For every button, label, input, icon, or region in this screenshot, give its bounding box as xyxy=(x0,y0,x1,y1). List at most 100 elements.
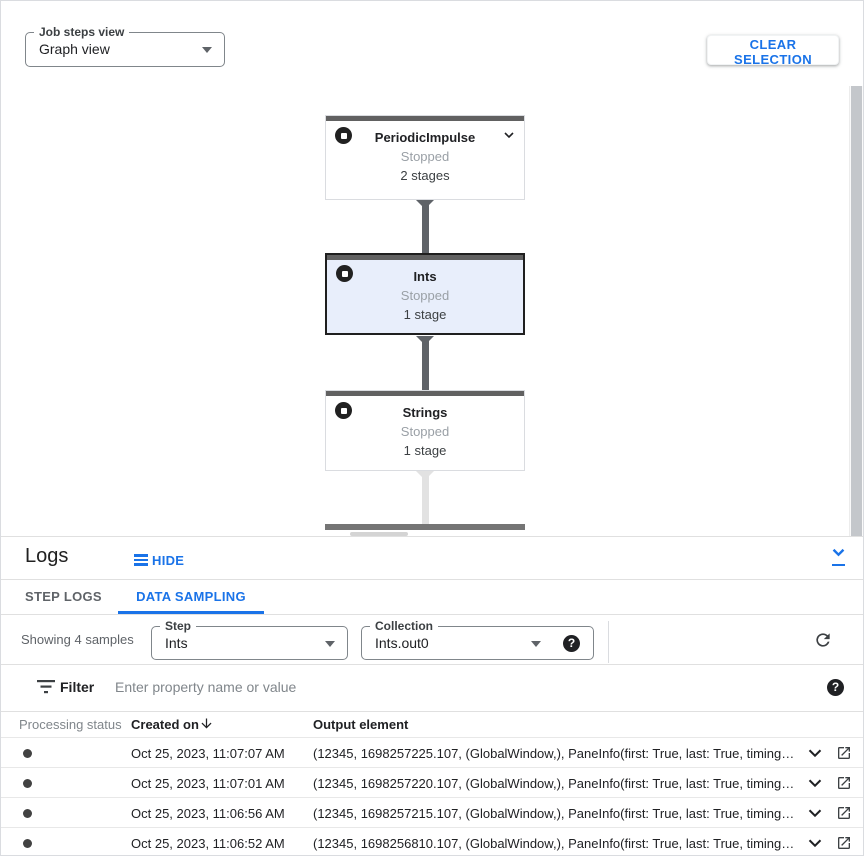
table-row[interactable]: Oct 25, 2023, 11:07:01 AM (12345, 169825… xyxy=(1,767,863,797)
expand-row-button[interactable] xyxy=(804,832,826,855)
graph-node-periodicimpulse[interactable]: PeriodicImpulse Stopped 2 stages xyxy=(325,115,525,200)
node-title: PeriodicImpulse xyxy=(374,130,476,145)
graph-edge xyxy=(422,200,429,253)
bullet-icon xyxy=(23,809,32,818)
divider xyxy=(608,621,609,663)
chevron-down-icon xyxy=(808,839,822,848)
output-element-cell: (12345, 1698256810.107, (GlobalWindow,),… xyxy=(313,836,795,851)
refresh-icon xyxy=(816,633,830,647)
bullet-icon xyxy=(23,779,32,788)
refresh-button[interactable] xyxy=(813,630,833,653)
output-element-cell: (12345, 1698257215.107, (GlobalWindow,),… xyxy=(313,806,795,821)
created-on-cell: Oct 25, 2023, 11:06:56 AM xyxy=(131,806,285,821)
collection-select-value: Ints.out0 xyxy=(375,635,429,651)
stopped-status-icon xyxy=(336,265,353,282)
divider xyxy=(1,614,863,615)
graph-scrollbar-track xyxy=(849,86,863,536)
job-steps-view-select[interactable]: Job steps view Graph view xyxy=(25,25,225,67)
job-steps-view-label: Job steps view xyxy=(34,25,130,39)
stopped-status-icon xyxy=(335,127,352,144)
node-status: Stopped xyxy=(400,149,450,164)
showing-samples-text: Showing 4 samples xyxy=(21,632,134,647)
created-on-cell: Oct 25, 2023, 11:07:07 AM xyxy=(131,746,285,761)
chevron-down-icon xyxy=(808,809,822,818)
job-steps-view-value: Graph view xyxy=(39,41,110,57)
filter-label: Filter xyxy=(60,679,95,695)
node-status: Stopped xyxy=(400,424,450,439)
collapse-panel-icon-bar xyxy=(831,563,845,567)
output-element-cell: (12345, 1698257220.107, (GlobalWindow,),… xyxy=(313,776,795,791)
expand-row-button[interactable] xyxy=(804,742,826,767)
hide-logs-button[interactable]: HIDE xyxy=(128,549,190,571)
table-row[interactable]: Oct 25, 2023, 11:07:07 AM (12345, 169825… xyxy=(1,737,863,767)
filter-icon xyxy=(37,680,55,694)
chevron-down-icon xyxy=(808,779,822,788)
graph-edge xyxy=(422,336,429,390)
dropdown-arrow-icon xyxy=(202,47,212,53)
divider xyxy=(1,579,863,580)
collection-help-icon[interactable]: ? xyxy=(563,635,580,652)
bullet-icon xyxy=(23,749,32,758)
divider xyxy=(1,711,863,712)
node-topbar xyxy=(326,391,524,396)
tab-step-logs[interactable]: STEP LOGS xyxy=(25,589,102,604)
table-row[interactable]: Oct 25, 2023, 11:06:52 AM (12345, 169825… xyxy=(1,827,863,855)
created-on-cell: Oct 25, 2023, 11:06:52 AM xyxy=(131,836,285,851)
step-select-value: Ints xyxy=(165,635,188,651)
open-in-new-icon xyxy=(838,837,850,849)
expand-row-button[interactable] xyxy=(804,802,826,827)
collection-select[interactable]: Collection Ints.out0 ? xyxy=(361,619,594,660)
open-in-new-button[interactable] xyxy=(836,835,852,854)
bullet-icon xyxy=(23,839,32,848)
open-in-new-icon xyxy=(838,807,850,819)
open-in-new-button[interactable] xyxy=(836,775,852,794)
collection-select-label: Collection xyxy=(370,619,439,633)
stopped-status-icon xyxy=(335,402,352,419)
filter-input[interactable] xyxy=(113,674,753,700)
graph-edge-arrow xyxy=(416,336,434,345)
collapse-panel-icon xyxy=(832,548,844,557)
open-in-new-button[interactable] xyxy=(836,745,852,764)
node-stages: 2 stages xyxy=(400,168,450,183)
graph-edge xyxy=(422,471,429,524)
created-on-cell: Oct 25, 2023, 11:07:01 AM xyxy=(131,776,285,791)
column-created-on[interactable]: Created on xyxy=(131,717,199,732)
chevron-down-icon[interactable] xyxy=(501,127,517,143)
graph-node-strings[interactable]: Strings Stopped 1 stage xyxy=(325,390,525,471)
logs-panel-title: Logs xyxy=(25,545,69,567)
divider xyxy=(1,664,863,665)
node-topbar xyxy=(326,116,524,121)
node-title: Ints xyxy=(413,269,437,284)
open-in-new-button[interactable] xyxy=(836,805,852,824)
table-header: Processing status Created on Output elem… xyxy=(1,712,863,737)
logs-panel: Logs HIDE STEP LOGS DATA SAMPLING Showin… xyxy=(1,536,863,855)
step-select-label: Step xyxy=(160,619,197,633)
node-stages: 1 stage xyxy=(403,443,447,458)
sort-descending-icon[interactable] xyxy=(199,716,214,731)
filter-help-icon[interactable]: ? xyxy=(827,679,844,696)
graph-edge-arrow xyxy=(416,200,434,209)
hide-label: HIDE xyxy=(152,552,185,568)
node-topbar xyxy=(327,255,523,260)
tab-data-sampling[interactable]: DATA SAMPLING xyxy=(118,580,264,614)
collapse-panel-button[interactable] xyxy=(828,546,848,568)
dropdown-arrow-icon xyxy=(531,641,541,647)
node-stages: 1 stage xyxy=(403,307,447,322)
column-output-element[interactable]: Output element xyxy=(313,717,409,732)
job-graph-area: Job steps view Graph view CLEAR SELECTIO… xyxy=(1,1,863,536)
graph-node-ints[interactable]: Ints Stopped 1 stage xyxy=(325,253,525,335)
output-element-cell: (12345, 1698257225.107, (GlobalWindow,),… xyxy=(313,746,795,761)
expand-row-button[interactable] xyxy=(804,772,826,797)
column-processing-status[interactable]: Processing status xyxy=(19,717,122,732)
node-status: Stopped xyxy=(400,288,450,303)
node-title: Strings xyxy=(402,405,448,420)
graph-node-partial-topbar xyxy=(325,524,525,530)
clear-selection-button[interactable]: CLEAR SELECTION xyxy=(707,35,839,67)
graph-scrollbar[interactable] xyxy=(851,86,862,536)
hide-menu-icon xyxy=(134,552,148,568)
table-row[interactable]: Oct 25, 2023, 11:06:56 AM (12345, 169825… xyxy=(1,797,863,827)
open-in-new-icon xyxy=(838,747,850,759)
step-select[interactable]: Step Ints xyxy=(151,619,348,660)
graph-node-partial xyxy=(350,532,408,536)
